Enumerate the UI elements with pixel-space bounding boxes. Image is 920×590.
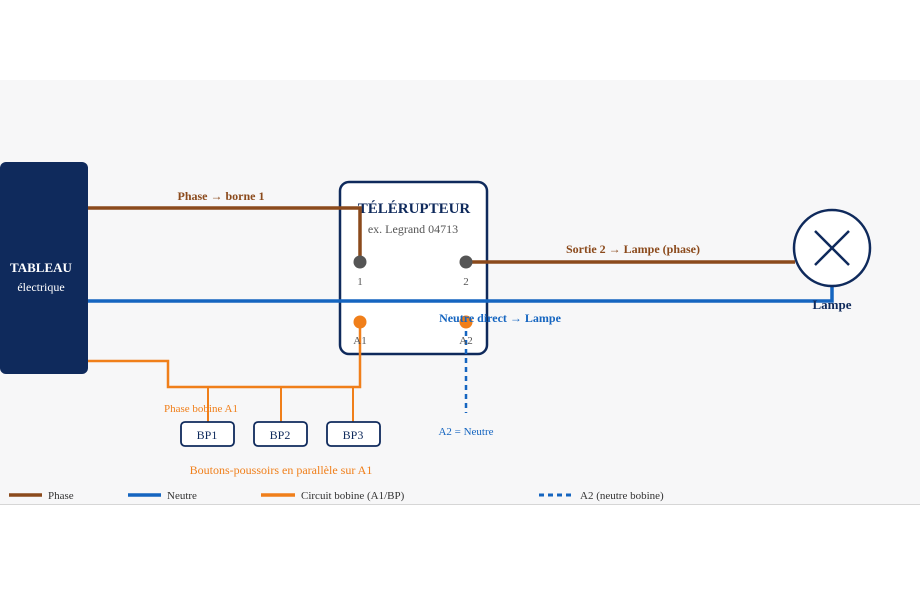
legend: Phase Neutre Circuit bobine (A1/BP) A2 (… (9, 490, 664, 502)
lamp-label: Lampe (813, 297, 852, 312)
terminal-2-label: 2 (463, 276, 469, 288)
tableau-subtitle: électrique (17, 280, 64, 294)
terminal-a2-label: A2 (459, 335, 472, 347)
bp3-label: BP3 (343, 428, 364, 442)
telerupteur-box (338, 180, 489, 356)
bp2-button: BP2 (253, 421, 308, 447)
legend-neutral-label: Neutre (167, 490, 197, 502)
tableau-panel (0, 162, 88, 374)
terminal-a1 (353, 315, 367, 329)
output-wire-label: Sortie 2 → Lampe (phase) (566, 242, 700, 256)
coil-wire-label: Phase bobine A1 (164, 403, 238, 415)
neutral-wire (88, 286, 834, 303)
bp2-label: BP2 (270, 428, 291, 442)
tableau-title: TABLEAU (10, 260, 72, 275)
telerupteur-title: TÉLÉRUPTEUR (358, 200, 471, 217)
legend-a2-label: A2 (neutre bobine) (580, 490, 664, 502)
legend-coil-label: Circuit bobine (A1/BP) (301, 490, 405, 502)
coil-wire (88, 322, 362, 389)
buttons-caption: Boutons-poussoirs en parallèle sur A1 (190, 463, 373, 477)
bp1-label: BP1 (197, 428, 218, 442)
bp3-button: BP3 (326, 421, 381, 447)
terminal-a1-label: A1 (353, 335, 366, 347)
legend-phase-label: Phase (48, 490, 74, 502)
terminal-a2 (459, 315, 473, 329)
terminal-2 (459, 255, 473, 269)
bp1-button: BP1 (180, 421, 235, 447)
terminal-1-label: 1 (357, 276, 363, 288)
telerupteur-model: ex. Legrand 04713 (368, 222, 458, 236)
terminal-1 (353, 255, 367, 269)
neutral-wire-label: Neutre direct → Lampe (439, 311, 562, 325)
phase-wire-label: Phase → borne 1 (178, 189, 265, 203)
lamp-cross-icon (792, 208, 872, 288)
phase-wire (88, 206, 362, 262)
a2-label: A2 = Neutre (438, 426, 493, 438)
